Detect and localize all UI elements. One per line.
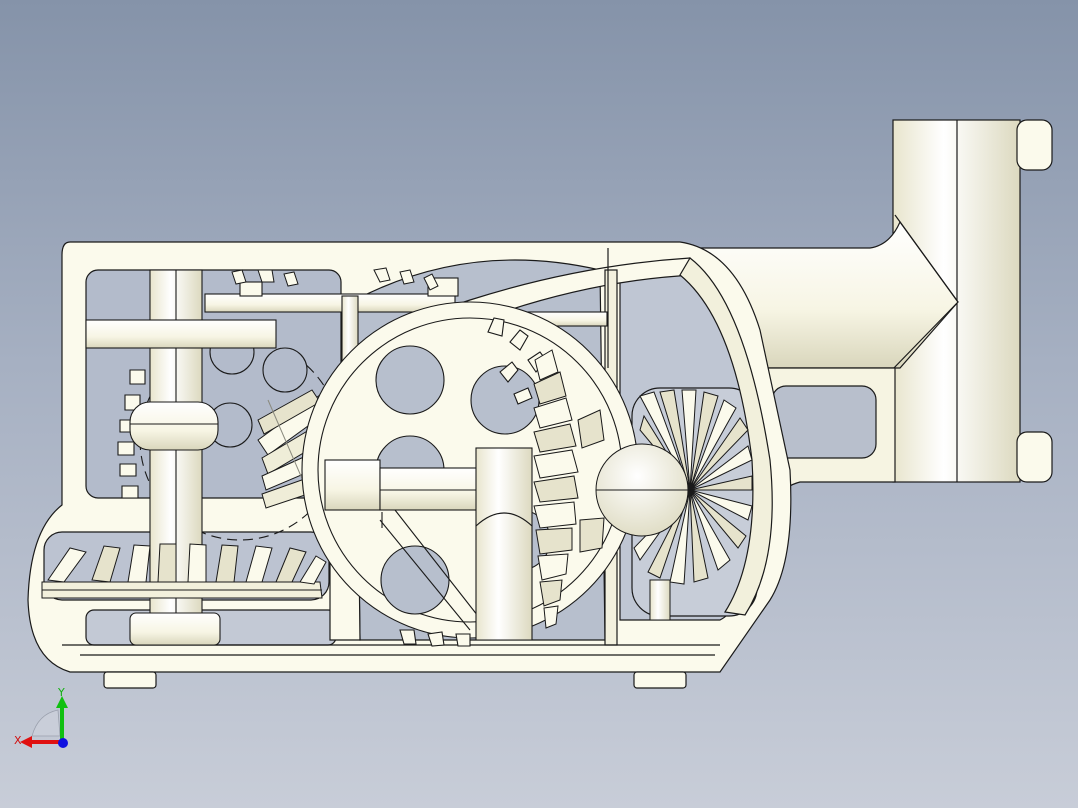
- z-axis: [58, 738, 68, 748]
- orientation-triad: X Y: [14, 686, 68, 748]
- right-bevel-gear[interactable]: [533, 349, 605, 629]
- upper-spur-gear[interactable]: [231, 267, 439, 291]
- central-shaft[interactable]: [324, 447, 533, 641]
- bottom-bevel-gear[interactable]: [41, 543, 327, 599]
- x-axis-label: X: [14, 734, 22, 747]
- y-axis-label: Y: [57, 686, 65, 699]
- crown-gear[interactable]: [595, 389, 753, 621]
